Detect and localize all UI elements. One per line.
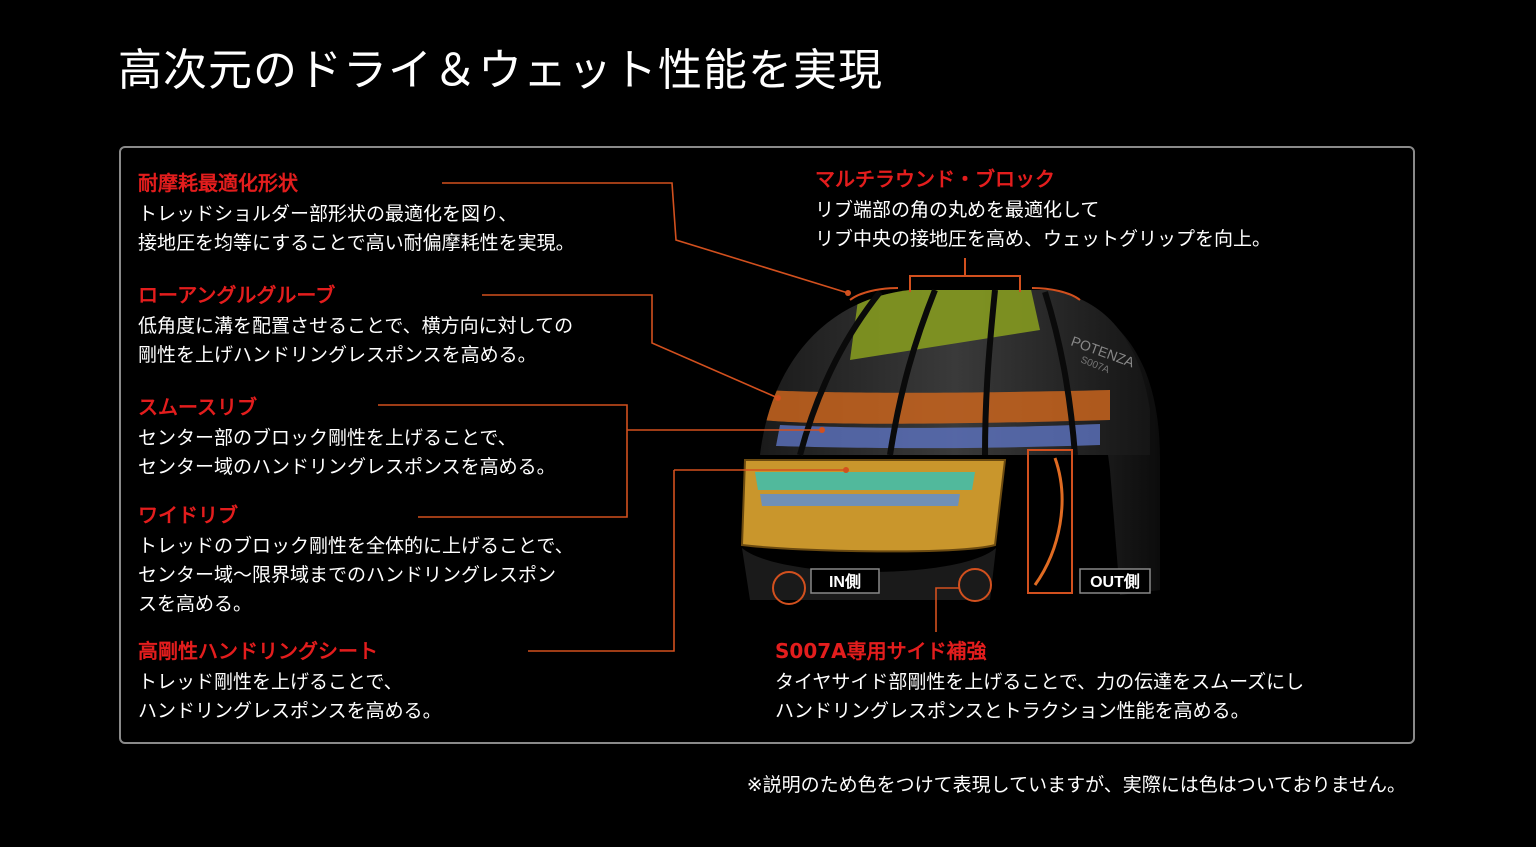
in-side-badge: IN側 — [810, 568, 880, 594]
handling-sheet-highlight — [755, 472, 975, 490]
feature-description: トレッドショルダー部形状の最適化を図り、 接地圧を均等にすることで高い耐偏摩耗性… — [138, 203, 575, 254]
feature-description: トレッド剛性を上げることで、 ハンドリングレスポンスを高める。 — [138, 671, 442, 722]
feature-description: タイヤサイド部剛性を上げることで、力の伝達をスムーズにし ハンドリングレスポンス… — [775, 671, 1305, 722]
leader-side-reinforcement — [935, 587, 960, 632]
out-side-badge: OUT側 — [1079, 568, 1151, 594]
feature-multi-round-block: マルチラウンド・ブロック リブ端部の角の丸めを最適化して リブ中央の接地圧を高め… — [815, 166, 1271, 254]
feature-heading: スムースリブ — [138, 395, 257, 419]
feature-heading: 高剛性ハンドリングシート — [138, 639, 378, 663]
feature-description: 低角度に溝を配置させることで、横方向に対しての 剛性を上げハンドリングレスポンス… — [138, 315, 574, 366]
leader-handling-sheet — [528, 470, 675, 652]
feature-wear-shape: 耐摩耗最適化形状 トレッドショルダー部形状の最適化を図り、 接地圧を均等にするこ… — [138, 170, 575, 258]
leader-wear-shape — [442, 182, 849, 294]
feature-heading: ローアングルグルーブ — [138, 283, 336, 307]
leader-smooth-rib — [378, 404, 628, 518]
feature-description: センター部のブロック剛性を上げることで、 センター域のハンドリングレスポンスを高… — [138, 427, 556, 478]
feature-wide-rib: ワイドリブ トレッドのブロック剛性を全体的に上げることで、 センター域〜限界域ま… — [138, 502, 574, 619]
low-angle-groove-highlight — [762, 390, 1110, 424]
svg-text:OUT側: OUT側 — [1090, 572, 1140, 591]
feature-heading: ワイドリブ — [138, 503, 238, 527]
diagram-panel — [119, 146, 1415, 744]
feature-handling-sheet: 高剛性ハンドリングシート トレッド剛性を上げることで、 ハンドリングレスポンスを… — [138, 638, 442, 726]
feature-side-reinforcement: S007A専用サイド補強 タイヤサイド部剛性を上げることで、力の伝達をスムーズに… — [775, 638, 1304, 726]
leader-low-angle-groove — [482, 294, 779, 399]
feature-description: リブ端部の角の丸めを最適化して リブ中央の接地圧を高め、ウェットグリップを向上。 — [815, 199, 1272, 250]
svg-text:IN側: IN側 — [829, 572, 861, 591]
smooth-rib-highlight — [776, 424, 1100, 449]
wide-rib-highlight — [760, 494, 960, 506]
feature-heading: マルチラウンド・ブロック — [815, 167, 1055, 191]
footnote: ※説明のため色をつけて表現していますが、実際には色はついておりません。 — [746, 774, 1406, 796]
feature-smooth-rib: スムースリブ センター部のブロック剛性を上げることで、 センター域のハンドリング… — [138, 394, 556, 482]
feature-heading: S007A専用サイド補強 — [775, 639, 987, 663]
leader-lines — [378, 182, 960, 652]
tire-illustration: POTENZA S007A — [740, 258, 1160, 605]
page-title: 高次元のドライ＆ウェット性能を実現 — [118, 45, 883, 96]
feature-heading: 耐摩耗最適化形状 — [138, 171, 298, 195]
feature-description: トレッドのブロック剛性を全体的に上げることで、 センター域〜限界域までのハンドリ… — [138, 535, 574, 615]
side-reinforcement-box — [1027, 449, 1073, 594]
feature-low-angle-groove: ローアングルグルーブ 低角度に溝を配置させることで、横方向に対しての 剛性を上げ… — [138, 282, 573, 370]
